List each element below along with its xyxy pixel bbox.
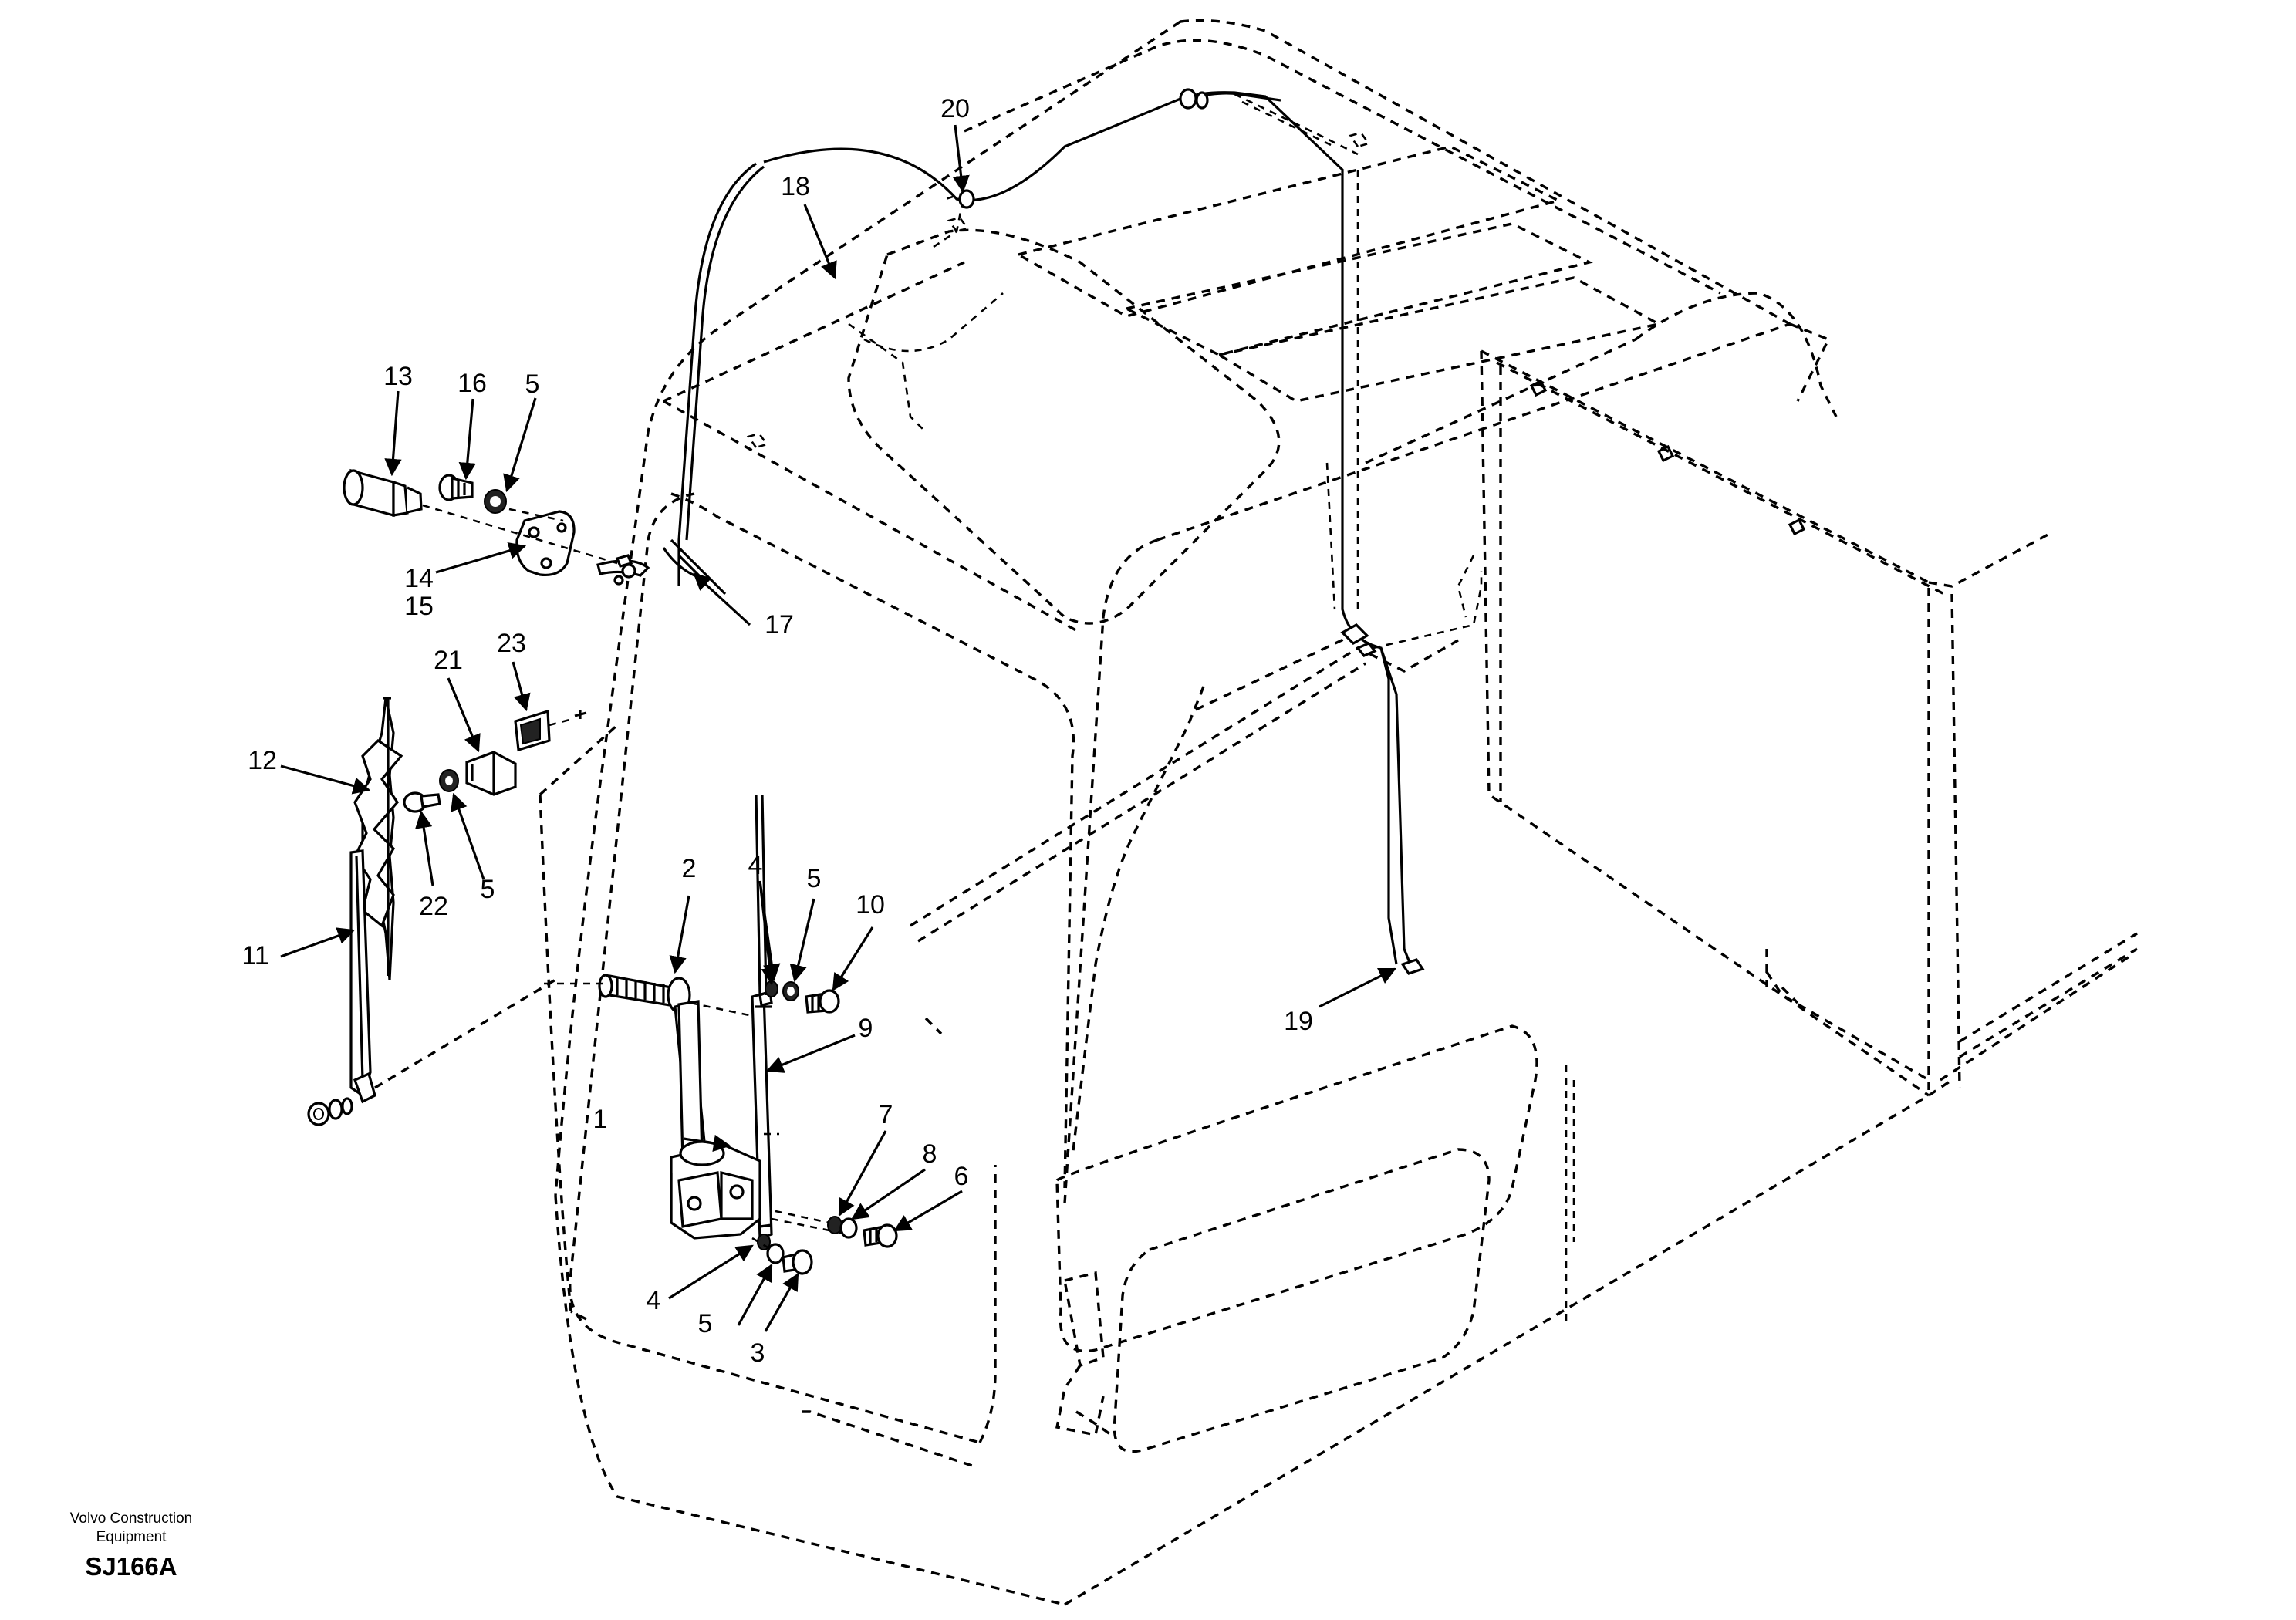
washer-nozzle-13 xyxy=(343,468,423,518)
label-part-14: 14 xyxy=(404,564,434,593)
fasteners-upper xyxy=(765,980,840,1014)
grommet-20 xyxy=(958,189,975,209)
label-part-12: 12 xyxy=(248,746,277,775)
cap-23 xyxy=(514,709,587,752)
label-part-5-top: 5 xyxy=(525,370,540,399)
washer-7 xyxy=(827,1216,842,1234)
cab-outline xyxy=(539,19,2138,1606)
drawing-code: SJ166A xyxy=(85,1552,177,1581)
label-part-5-right: 5 xyxy=(807,864,822,893)
washer-8 xyxy=(839,1217,858,1239)
label-part-8: 8 xyxy=(923,1139,937,1169)
wiper-motor-assembly xyxy=(544,794,849,1240)
label-part-16: 16 xyxy=(458,369,487,398)
label-part-23: 23 xyxy=(497,629,526,658)
bolt-3 xyxy=(782,1249,813,1275)
label-part-19: 19 xyxy=(1284,1007,1313,1036)
label-part-15: 15 xyxy=(404,592,434,621)
label-part-22: 22 xyxy=(419,892,448,921)
screw-16 xyxy=(438,474,474,501)
fasteners-lower xyxy=(751,1210,898,1275)
leader-lines xyxy=(280,124,1397,1332)
cluster-21-22-23 xyxy=(403,709,587,813)
label-part-4-top: 4 xyxy=(748,851,763,880)
label-part-13: 13 xyxy=(383,362,413,391)
bolt-22 xyxy=(403,791,441,813)
cluster-13-16-5-14 xyxy=(343,468,633,586)
label-part-10: 10 xyxy=(856,890,885,920)
label-part-2: 2 xyxy=(682,854,697,883)
label-part-18: 18 xyxy=(781,172,810,201)
wiper-arm-11 xyxy=(307,849,556,1126)
label-part-11: 11 xyxy=(241,941,268,970)
label-part-5-bottom: 5 xyxy=(698,1309,713,1338)
bolt-10 xyxy=(805,989,840,1014)
label-part-20: 20 xyxy=(940,94,970,123)
label-part-4-bottom: 4 xyxy=(647,1286,661,1315)
part-number-labels: 1 2 3 4 4 5 5 5 5 6 7 8 9 10 11 12 13 14… xyxy=(241,94,1313,1368)
brand-name-line2: Equipment xyxy=(96,1529,167,1545)
label-part-7: 7 xyxy=(879,1100,893,1129)
label-part-1: 1 xyxy=(593,1105,608,1134)
wiper-motor-1 xyxy=(670,1140,761,1240)
brand-name-line1: Volvo Construction xyxy=(69,1510,193,1527)
pivot-cover-21 xyxy=(465,751,517,796)
label-part-3: 3 xyxy=(751,1338,765,1368)
nut-washer-set xyxy=(307,1097,353,1126)
label-part-5-mid: 5 xyxy=(481,875,495,904)
connector-19 xyxy=(1400,958,1425,975)
nut-5-top xyxy=(484,489,507,514)
bolt-6 xyxy=(863,1223,898,1248)
label-part-9: 9 xyxy=(859,1014,873,1043)
bracket-14 xyxy=(515,510,576,577)
label-part-21: 21 xyxy=(434,646,463,675)
wiring-harness xyxy=(596,88,1483,975)
label-part-6: 6 xyxy=(954,1162,969,1191)
nut-5-mid xyxy=(439,769,459,792)
label-part-17: 17 xyxy=(765,610,794,640)
